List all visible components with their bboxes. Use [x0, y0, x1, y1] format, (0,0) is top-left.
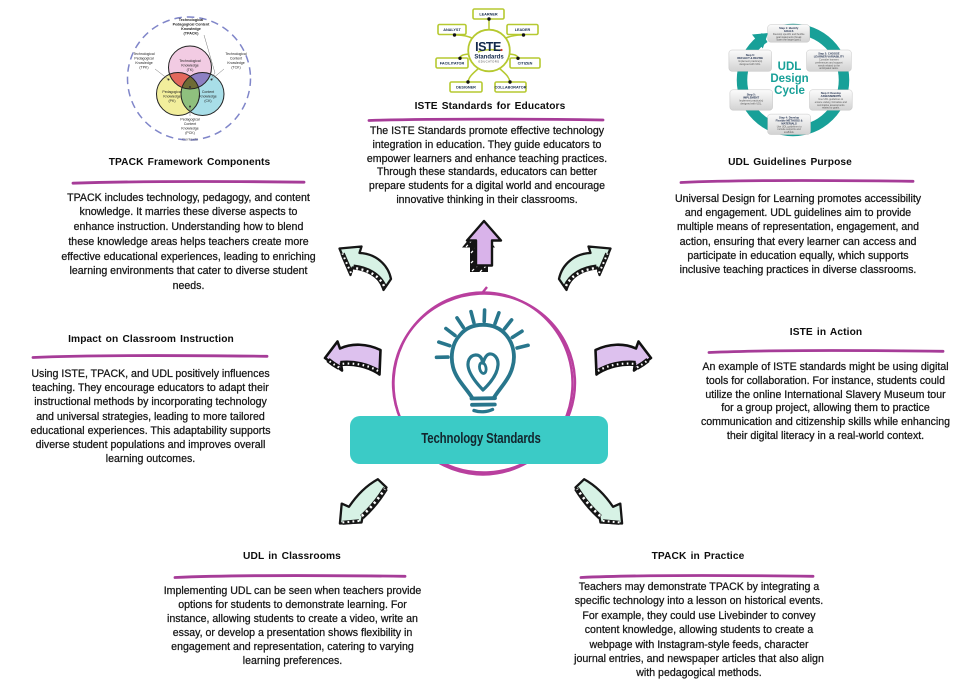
svg-text:Contexts: Contexts: [182, 137, 198, 142]
svg-text:GOALS: GOALS: [784, 29, 794, 33]
svg-text:Use UDL guidelines to: Use UDL guidelines to: [818, 98, 843, 101]
svg-text:COLLABORATOR: COLLABORATOR: [495, 85, 527, 89]
svg-text:(PCK): (PCK): [185, 131, 195, 135]
svg-text:Pedagogical: Pedagogical: [134, 57, 153, 61]
svg-text:ensure variety, formative and: ensure variety, formative and: [815, 101, 848, 104]
svg-text:REFLECT & REVISE: REFLECT & REVISE: [737, 56, 763, 60]
svg-text:Pedagogical: Pedagogical: [180, 118, 199, 122]
svg-text:ISTE: ISTE: [475, 40, 501, 54]
svg-text:Standards: Standards: [474, 55, 504, 61]
svg-text:(CK): (CK): [204, 99, 211, 103]
svg-text:Step 2: CHOOSE: Step 2: CHOOSE: [818, 52, 840, 56]
svg-text:EDUCATORS: EDUCATORS: [479, 60, 500, 64]
svg-text:Step 6:: Step 6:: [746, 53, 755, 57]
svg-text:Cycle: Cycle: [774, 85, 805, 97]
svg-text:include supports and: include supports and: [778, 128, 802, 131]
svg-text:Knowledge: Knowledge: [181, 127, 198, 131]
svg-text:down the larger goal.): down the larger goal.): [777, 39, 801, 42]
svg-text:designed with UDL.: designed with UDL.: [740, 103, 762, 106]
svg-text:FACILITATOR: FACILITATOR: [440, 61, 465, 65]
svg-text:LEARNER: LEARNER: [479, 12, 498, 16]
svg-text:Content: Content: [230, 57, 242, 61]
svg-text:preferences and support: preferences and support: [815, 62, 842, 65]
svg-text:Use UDL guidelines to: Use UDL guidelines to: [777, 125, 802, 128]
svg-text:CITIZEN: CITIZEN: [518, 61, 533, 65]
svg-text:IMPLEMENT: IMPLEMENT: [743, 96, 759, 100]
svg-text:Step 1: Identify: Step 1: Identify: [779, 26, 799, 30]
svg-text:(TPACK): (TPACK): [184, 32, 200, 36]
svg-text:LEARNER VARIABILITY: LEARNER VARIABILITY: [814, 55, 845, 59]
svg-text:Flexible METHODS &: Flexible METHODS &: [776, 118, 803, 122]
svg-text:Pedagogical Content: Pedagogical Content: [173, 23, 210, 27]
svg-text:Technological: Technological: [179, 18, 204, 22]
svg-text:Consider learners: Consider learners: [819, 59, 839, 62]
svg-text:Content: Content: [202, 90, 214, 94]
svg-text:ANALYST: ANALYST: [443, 28, 461, 32]
svg-text:Knowledge: Knowledge: [135, 61, 152, 65]
svg-text:Technological: Technological: [225, 52, 246, 56]
svg-text:(TPK): (TPK): [139, 66, 148, 70]
svg-text:Develop specific and flexible: Develop specific and flexible: [773, 33, 805, 36]
svg-text:scaffolds.: scaffolds.: [784, 131, 795, 134]
svg-text:designed with UDL.: designed with UDL.: [739, 63, 761, 66]
svg-text:LEADER: LEADER: [515, 28, 531, 32]
svg-text:Knowledge: Knowledge: [181, 27, 201, 31]
svg-text:ASSESSMENTS: ASSESSMENTS: [821, 94, 842, 98]
svg-text:Implement practice(s): Implement practice(s): [738, 60, 762, 63]
svg-text:(TK): (TK): [187, 68, 194, 72]
svg-text:summative assessments: summative assessments: [817, 104, 845, 107]
svg-text:Knowledge: Knowledge: [227, 61, 244, 65]
svg-text:needs related to the: needs related to the: [818, 64, 841, 67]
svg-text:Technological: Technological: [133, 52, 154, 56]
svg-text:UDL: UDL: [778, 61, 802, 73]
svg-text:(TCK): (TCK): [231, 66, 240, 70]
svg-text:DESIGNER: DESIGNER: [456, 85, 476, 89]
svg-text:Technological: Technological: [179, 59, 200, 63]
svg-text:Step 4: Develop: Step 4: Develop: [779, 115, 800, 119]
svg-text:Step 3: Develop: Step 3: Develop: [821, 91, 842, 95]
svg-text:Implement practice(s): Implement practice(s): [739, 100, 763, 103]
svg-text:Step 5:: Step 5:: [747, 93, 756, 97]
svg-text:Design: Design: [770, 73, 808, 85]
svg-text:related to goals.: related to goals.: [822, 107, 840, 110]
svg-text:Pedagogical: Pedagogical: [162, 90, 181, 94]
svg-text:anticipated tasks.: anticipated tasks.: [819, 67, 839, 70]
svg-text:Knowledge: Knowledge: [181, 64, 198, 68]
svg-text:(PK): (PK): [169, 99, 176, 103]
svg-text:Content: Content: [184, 122, 196, 126]
svg-text:Knowledge: Knowledge: [163, 95, 180, 99]
svg-text:MATERIALS: MATERIALS: [781, 121, 797, 125]
svg-text:goal statements (break: goal statements (break: [776, 36, 802, 39]
svg-text:Knowledge: Knowledge: [199, 95, 216, 99]
